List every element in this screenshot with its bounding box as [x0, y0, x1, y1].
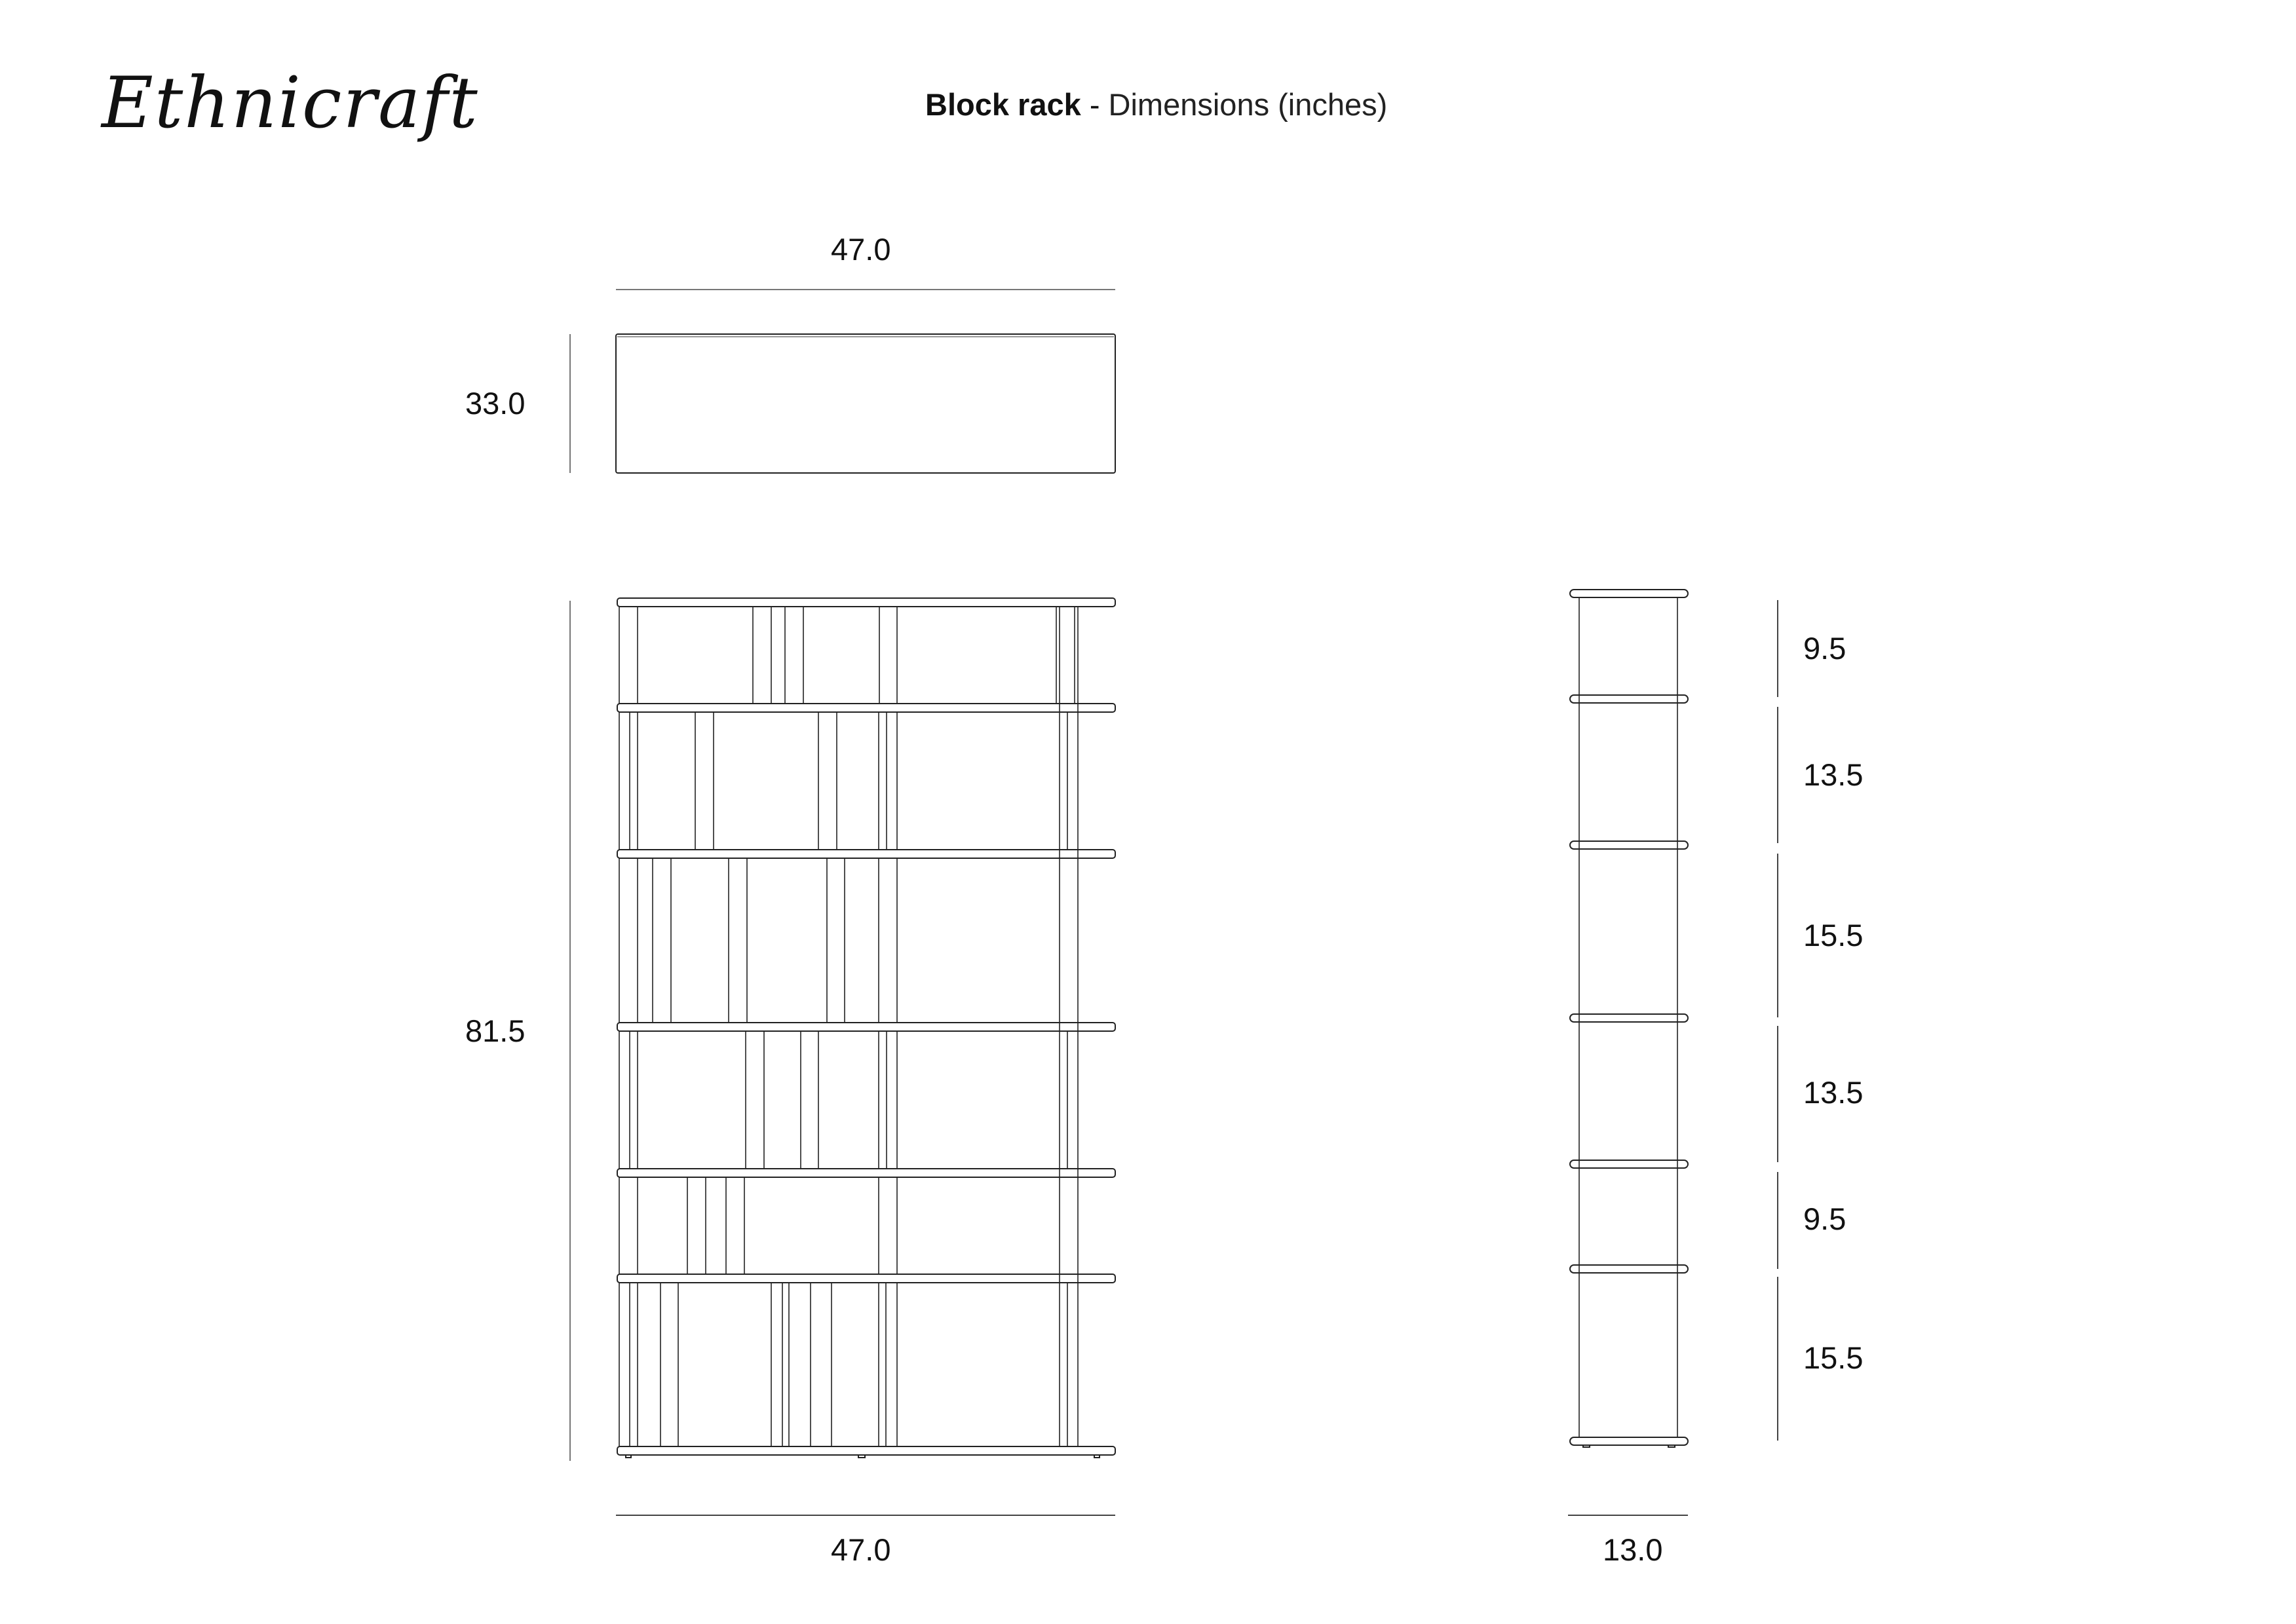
- side-dim-line-4: [1777, 1026, 1778, 1162]
- side-dim-line-1: [1777, 600, 1778, 697]
- side-section-1-label: 9.5: [1803, 631, 1846, 666]
- side-dim-line-2: [1777, 707, 1778, 843]
- ethnicraft-logo: Ethnicraft: [102, 62, 479, 144]
- top-width-dimension-line: [616, 289, 1115, 290]
- front-width-label: 47.0: [831, 1532, 891, 1567]
- side-section-4-label: 13.5: [1803, 1075, 1864, 1110]
- side-dim-line-5: [1777, 1172, 1778, 1269]
- side-depth-dimension-line: [1568, 1515, 1688, 1516]
- top-depth-label: 33.0: [465, 386, 526, 421]
- front-height-label: 81.5: [465, 1013, 526, 1048]
- side-section-6-label: 15.5: [1803, 1340, 1864, 1375]
- side-section-5-label: 9.5: [1803, 1201, 1846, 1236]
- title-separator: -: [1081, 87, 1109, 122]
- side-view: [1569, 589, 1689, 1448]
- front-view-blocks: [619, 607, 1075, 1446]
- page-title: Block rack - Dimensions (inches): [925, 86, 1387, 123]
- top-width-label: 47.0: [831, 232, 891, 267]
- side-depth-label: 13.0: [1603, 1532, 1663, 1567]
- side-dim-line-3: [1777, 854, 1778, 1017]
- front-width-dimension-line: [616, 1515, 1115, 1516]
- product-name: Block rack: [925, 87, 1081, 122]
- title-subtitle: Dimensions (inches): [1108, 87, 1388, 122]
- top-view-outline: [615, 333, 1116, 474]
- front-height-dimension-line: [569, 601, 571, 1461]
- top-depth-dimension-line: [569, 334, 571, 473]
- front-view-right-columns: [1059, 607, 1079, 1446]
- side-dim-line-6: [1777, 1277, 1778, 1441]
- side-section-2-label: 13.5: [1803, 757, 1864, 792]
- side-section-3-label: 15.5: [1803, 918, 1864, 953]
- front-view-shelves: [617, 597, 1116, 1458]
